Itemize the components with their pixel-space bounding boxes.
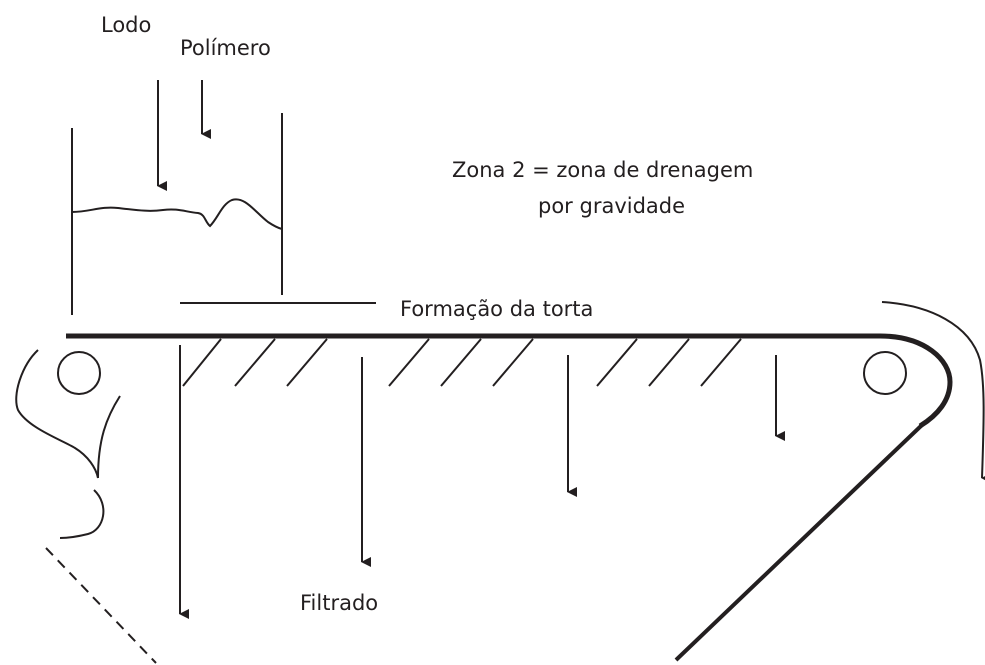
drainage-hatch [234, 338, 276, 387]
return-belt [674, 423, 924, 662]
drainage-hatch [286, 338, 328, 387]
filtrate-label: Filtrado [300, 591, 379, 615]
dashed-guide-line [45, 547, 157, 664]
cake-formation-label: Formação da torta [400, 297, 594, 321]
drainage-hatch [700, 338, 742, 387]
zone-label-line1: Zona 2 = zona de drenagem [452, 158, 754, 182]
drainage-hatch [492, 338, 534, 387]
cake-discharge-arrow [881, 301, 985, 484]
zone-label-line2: por gravidade [538, 194, 686, 218]
left-roller [57, 351, 101, 395]
drainage-hatch [596, 338, 638, 387]
drainage-hatch [440, 338, 482, 387]
drainage-hatch [648, 338, 690, 387]
sludge-label: Lodo [101, 13, 152, 37]
left-side-curve [97, 395, 121, 479]
left-side-curve [15, 349, 99, 479]
polymer-label: Polímero [180, 36, 271, 60]
sludge-surface [71, 198, 283, 230]
left-lower-arc [59, 489, 105, 539]
drainage-hatch [182, 338, 222, 387]
right-roller [863, 351, 907, 395]
filter-belt [66, 333, 953, 429]
drainage-hatch [388, 338, 430, 387]
